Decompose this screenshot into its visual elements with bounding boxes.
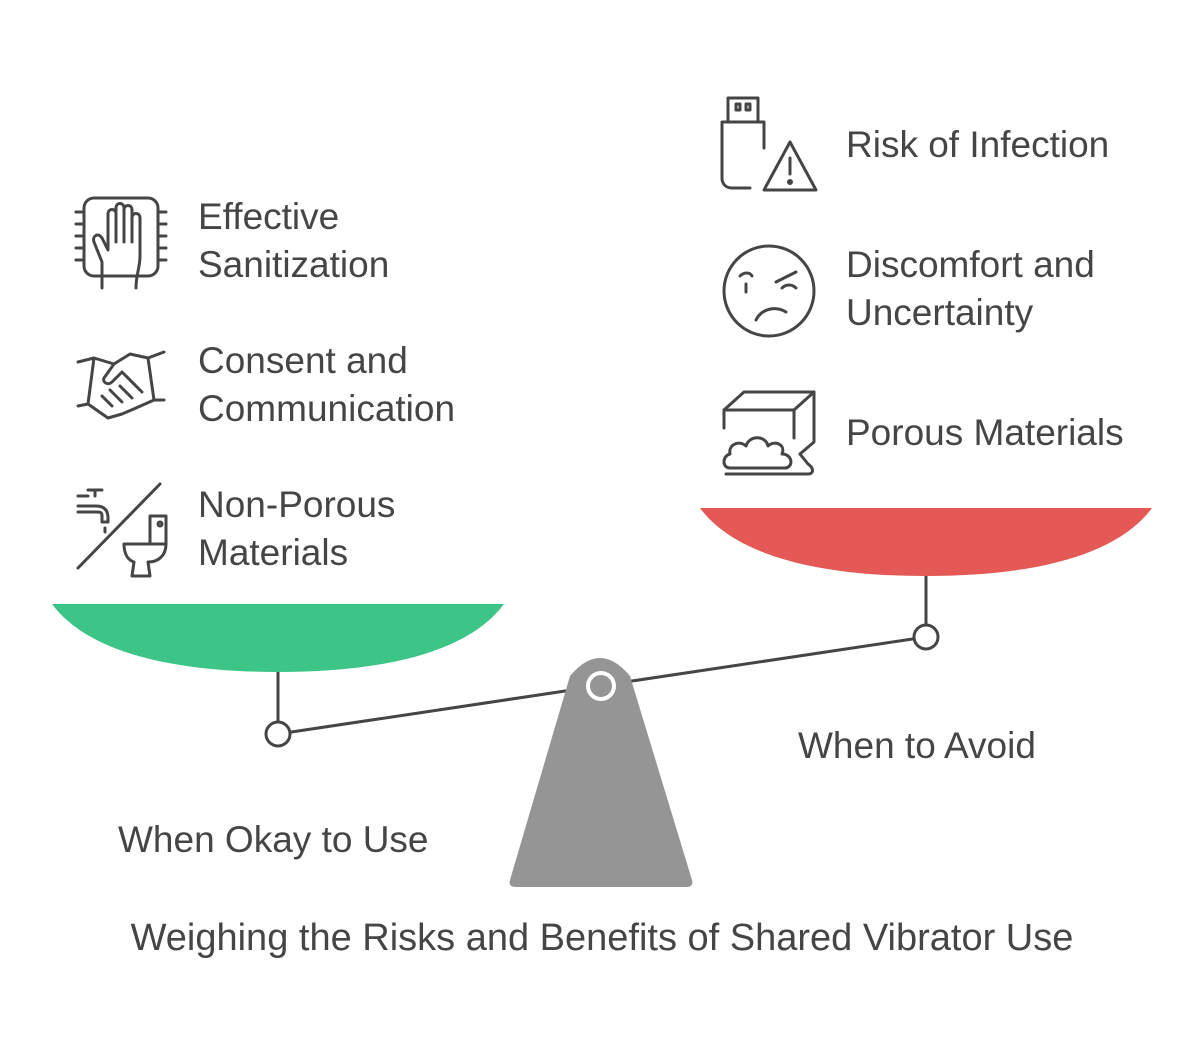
item-label-line1: Risk of Infection [846, 124, 1110, 165]
right-hinge [912, 623, 940, 651]
item-non-porous-materials: Non-Porous Materials [198, 481, 395, 577]
item-discomfort-uncertainty: Discomfort and Uncertainty [846, 241, 1095, 337]
item-label-line2: Uncertainty [846, 292, 1034, 333]
left-hinge [264, 720, 292, 748]
item-label-line1: Discomfort and [846, 244, 1095, 285]
left-pan [52, 604, 504, 672]
item-risk-of-infection: Risk of Infection [846, 121, 1109, 169]
item-label-line1: Effective [198, 196, 340, 237]
item-label-line2: Materials [198, 532, 349, 573]
frowning-face-icon [722, 244, 816, 338]
item-label-line1: Non-Porous [198, 484, 396, 525]
hand-sanitizing-icon [74, 196, 168, 290]
left-caption: When Okay to Use [118, 819, 429, 860]
porous-cube-icon [722, 390, 816, 476]
diagram-title: Weighing the Risks and Benefits of Share… [130, 917, 1074, 959]
item-porous-materials: Porous Materials [846, 409, 1124, 457]
item-label-line2: Sanitization [198, 244, 390, 285]
right-pan [700, 508, 1152, 576]
usb-warning-icon [720, 96, 818, 192]
item-label-line2: Communication [198, 388, 456, 429]
item-consent-communication: Consent and Communication [198, 337, 455, 433]
fulcrum [509, 658, 693, 887]
item-label-line1: Porous Materials [846, 412, 1124, 453]
faucet-toilet-icon [76, 482, 168, 578]
pivot-ring [586, 671, 616, 701]
item-effective-sanitization: Effective Sanitization [198, 193, 389, 289]
right-caption: When to Avoid [798, 725, 1036, 766]
handshake-icon [76, 350, 166, 420]
item-label-line1: Consent and [198, 340, 408, 381]
